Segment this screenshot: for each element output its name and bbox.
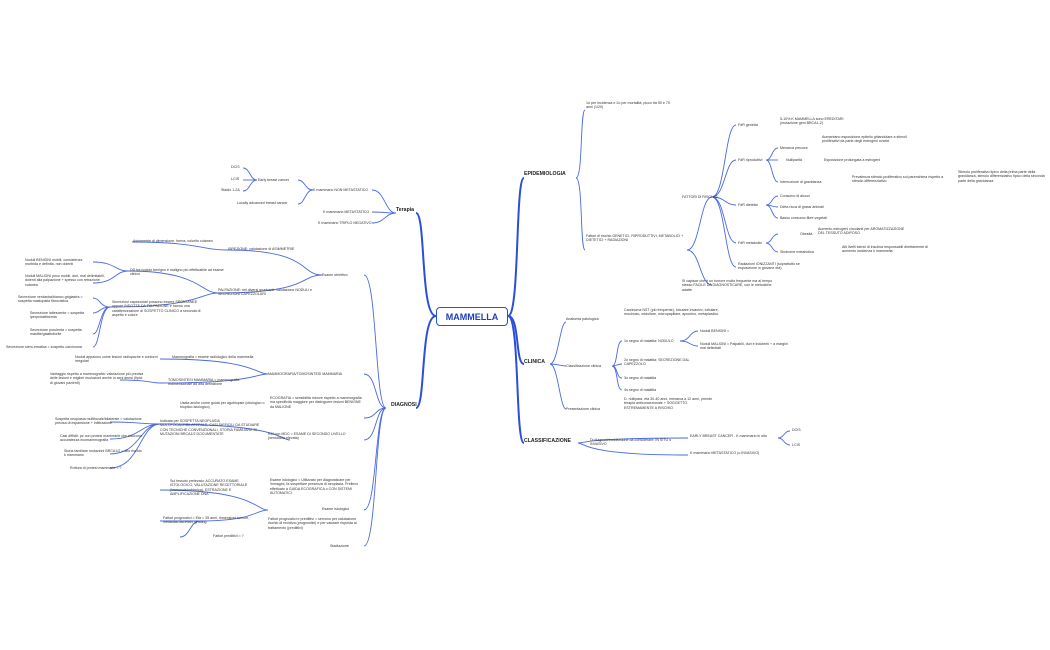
node-nulliparita[interactable]: Nulliparità <box>786 158 802 162</box>
node-noduli-benigni[interactable]: Noduli BENIGNI = <box>700 329 730 333</box>
node-noduli-opachi[interactable]: Noduli appaiono come lesioni radiopache … <box>75 355 158 364</box>
node-presentazione-desc[interactable]: D. nullipara, età 30-40 anni, menarca a … <box>624 397 713 410</box>
node-classificazione-clinica[interactable]: Classificazione clinica <box>566 364 601 368</box>
node-obesita-desc[interactable]: Aumento estrogeni circolanti per AROMATI… <box>818 227 905 236</box>
node-rottura-protesi[interactable]: Rottura di protesi mammarie = ? <box>70 466 122 470</box>
node-class-metastatico[interactable]: K mammario METASTATICO (o INVASIVO) <box>690 451 760 455</box>
node-presentazione[interactable]: Presentazione clinica <box>566 407 600 411</box>
node-casi-difficili[interactable]: Casi difficili: pz con protesi mammarie … <box>60 434 142 443</box>
node-esame-istologico[interactable]: Esame istologico <box>322 507 350 511</box>
node-noduli-benigni-diag[interactable]: Noduli BENIGNI mobili, consistenza morbi… <box>25 258 83 267</box>
node-fattori-prognostici[interactable]: Fattori prognostici e predittivi = servo… <box>268 517 357 530</box>
node-storia-familiare[interactable]: Storia familiare mutazioni BRCA1/2 = alt… <box>64 449 142 458</box>
section-classificazione[interactable]: CLASSIFICAZIONE <box>524 438 571 444</box>
node-stadio[interactable]: Stadio 1-2A <box>221 188 240 192</box>
node-noduli-maligni-diag[interactable]: Noduli MALIGNI poco mobili, duri, mal de… <box>25 274 105 287</box>
node-ecografia[interactable]: ECOGRAFIA = sensibilità minore rispetto … <box>270 396 362 409</box>
node-brca[interactable]: 5-10% K MAMMELLA sono EREDITARI (mutazio… <box>780 117 844 126</box>
node-primo-segno[interactable]: 1o segno di malattia: NODULO <box>624 339 674 343</box>
node-early-breast[interactable]: EARLY BREAST CANCER - K mammario in situ <box>690 434 767 438</box>
node-radiazioni[interactable]: Radiazioni IONIZZANTI (soprattutto se es… <box>738 262 800 271</box>
node-menarca[interactable]: Menarca precoce <box>780 146 808 150</box>
node-interruzione[interactable]: Interruzione di gravidanza <box>780 180 822 184</box>
node-menarca-desc[interactable]: Aumentano esposizione epitelio ghiandola… <box>822 135 907 144</box>
node-early-breast-cancer[interactable]: Early breast cancer <box>258 178 289 182</box>
node-interruzione-desc[interactable]: Prevalenza stimolo proliferativo sul par… <box>852 175 944 184</box>
node-nulliparita-desc[interactable]: Esposizione prolungata a estrogeni <box>824 158 881 162</box>
node-capisce[interactable]: Si capisce che è un tumore molto frequen… <box>682 279 773 292</box>
node-alcool[interactable]: Consumo di alcool <box>780 194 810 198</box>
node-sindrome[interactable]: Sindrome metabolica <box>780 250 814 254</box>
node-vantaggi[interactable]: Vantaggio rispetto a mammografia: valuta… <box>50 372 144 385</box>
node-non-metastatico[interactable]: K mammario NON METASTATICO <box>313 188 369 192</box>
node-secrezioni[interactable]: Secrezioni capezzolari possono essere SP… <box>112 300 201 317</box>
node-fattori-rischio[interactable]: FATTORI DI RISCHIO <box>682 195 718 199</box>
node-ter-lcis[interactable]: LCIS <box>231 177 239 181</box>
node-rm[interactable]: RM con MDC = ESAME DI SECONDO LIVELLO (s… <box>268 432 346 441</box>
node-anatomia-desc[interactable]: Carcinoma NST (più frequente), lobulare … <box>624 308 719 317</box>
node-ecografia-desc[interactable]: Usata anche come guida per agobiopsie (c… <box>180 401 265 410</box>
node-sec-purulenta[interactable]: Secrezione purulenta = sospetta mastite/… <box>30 328 82 337</box>
node-ter-dcis[interactable]: DCIS <box>231 165 240 169</box>
node-prognostici[interactable]: Fattori prognostici = Età < 35 anni, dim… <box>163 516 250 525</box>
node-sindrome-desc[interactable]: Alti livelli sierici di insulina respons… <box>842 245 928 254</box>
node-grassi[interactable]: Dieta ricca di grassi animali <box>780 205 824 209</box>
node-tomosintesi[interactable]: TOMOSINTESI MAMMARIA = mammografia tridi… <box>168 378 240 387</box>
node-rm-indicata[interactable]: Indicata per SOSPETTA NEOPLASIA MULTIFOC… <box>160 419 260 436</box>
node-fdr-metabolici[interactable]: FdR metabolici <box>738 241 762 245</box>
node-asimmetrie[interactable]: Asimmetrie di dimensione, forma, colorit… <box>133 239 213 243</box>
section-clinica[interactable]: CLINICA <box>524 359 546 365</box>
node-fibre[interactable]: Basso consumo fibre vegetali <box>780 216 827 220</box>
node-mammografia-desc[interactable]: Mammografia = esame radiologico della ma… <box>172 355 254 359</box>
node-locally-advanced[interactable]: Locally advanced breast cancer <box>237 201 288 205</box>
node-sec-ematica[interactable]: Secrezione siero-ematica = sospetto carc… <box>6 345 82 349</box>
node-ispezione[interactable]: ISPEZIONE: valutazione di ASIMMETRIE <box>228 247 295 251</box>
node-obesita[interactable]: Obesità <box>800 232 813 236</box>
section-epidemiologia[interactable]: EPIDEMIOLOGIA <box>524 171 566 177</box>
central-topic[interactable]: MAMMELLA <box>436 307 508 326</box>
node-fattori[interactable]: Fattori di rischio GENETICI, RIPRODUTTIV… <box>586 234 684 243</box>
node-noduli-maligni[interactable]: Noduli MALIGNI = Palpabili, duri e indol… <box>700 342 788 351</box>
node-interruzione-desc2[interactable]: Stimolo proliferativo tipico della prima… <box>958 170 1045 183</box>
node-class-dcis[interactable]: DCIS <box>792 428 801 432</box>
node-istologico-desc[interactable]: Esame istologico = Utilizzato per diagno… <box>270 478 359 495</box>
node-esame-obiettivo[interactable]: Esame obiettivo <box>322 273 348 277</box>
node-incidenza[interactable]: 1o per incidenza e 2o per mortalità, pic… <box>586 101 670 110</box>
node-predittivi[interactable]: Fattori predittivi = ? <box>213 534 244 538</box>
node-tessuto[interactable]: Sul tessuto prelevato: ACCURATO ESAME IS… <box>170 479 248 496</box>
node-mammografia[interactable]: MAMMOGRAFIA/TOMOSINTESI MAMMARIA <box>268 372 343 376</box>
node-secondo-segno[interactable]: 2o segno di malattia: SECREZIONE DAL CAP… <box>624 358 690 367</box>
node-ter-metastatico[interactable]: K mammario METASTATICO <box>323 210 370 214</box>
node-in-situ-invasivo[interactable]: Di diagnosi/suddivisione da considerare:… <box>590 438 672 447</box>
node-palpazione[interactable]: PALPAZIONE: nei diversi quadranti: valut… <box>218 288 312 297</box>
node-anatomia[interactable]: Anatomia patologica <box>566 317 599 321</box>
node-stadiazione[interactable]: Stadiazione <box>330 544 349 548</box>
node-sec-verdastra[interactable]: Secrezione verdastra/bianco-grigiastra =… <box>18 295 83 304</box>
node-fdr-dietetici[interactable]: FdR dietetici <box>738 203 758 207</box>
node-fdr-riproduttivi[interactable]: FdR riproduttivi <box>738 158 763 162</box>
node-terzo-segno[interactable]: 3o segno di malattia <box>624 376 657 380</box>
node-sec-lattescente[interactable]: Secrezione lattescente = sospetta iperpr… <box>30 311 85 320</box>
node-triplo-negativo[interactable]: K mammario TRIPLO NEGATIVO <box>318 221 372 225</box>
node-quarto-segno[interactable]: 4o segno di malattia <box>624 388 657 392</box>
section-diagnosi[interactable]: DIAGNOSI <box>391 402 417 408</box>
section-terapia[interactable]: Terapia <box>396 207 415 213</box>
node-sospetta-neoplasia[interactable]: Sospetta neoplasia multifocale/bilateral… <box>55 417 142 426</box>
node-dd-nodulo[interactable]: DD tra nodulo benigno e maligno più effe… <box>130 268 224 277</box>
node-fdr-genetici[interactable]: FdR genetici <box>738 123 759 127</box>
node-class-lcis[interactable]: LCIS <box>792 443 800 447</box>
